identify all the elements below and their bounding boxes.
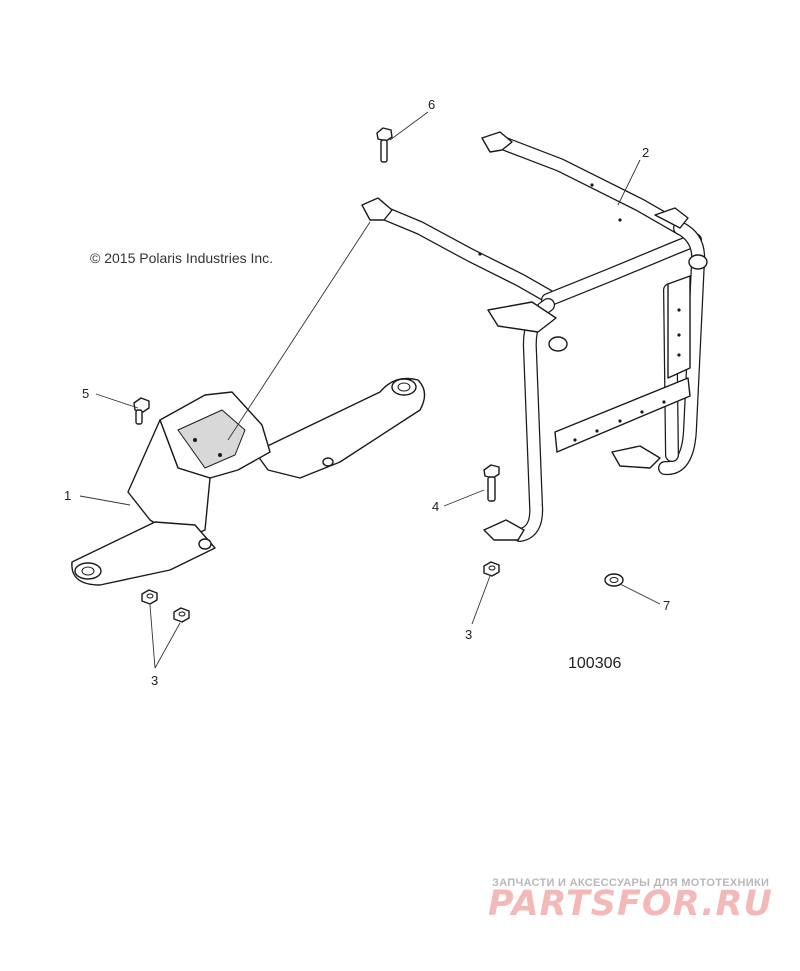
nut-part-3-right [483, 561, 500, 577]
nut-part-3-left-a [141, 589, 158, 605]
bolt-part-4 [483, 464, 500, 502]
callout-6: 6 [428, 97, 436, 112]
washer-part-7 [604, 573, 624, 587]
front-guard-tube-frame [361, 131, 708, 542]
nut-part-3-left-b [173, 607, 190, 623]
bolt-part-6 [376, 127, 393, 163]
callout-5: 5 [82, 386, 90, 401]
callout-4: 4 [432, 499, 440, 514]
diagram-number: 100306 [568, 655, 622, 672]
bumper-mount-bracket [71, 377, 426, 586]
callout-2: 2 [642, 145, 650, 160]
callout-7: 7 [663, 598, 671, 613]
callout-3-left: 3 [151, 673, 159, 688]
copyright-notice: © 2015 Polaris Industries Inc. [90, 250, 274, 266]
callout-3-right: 3 [465, 627, 473, 642]
bolt-part-5 [133, 397, 150, 425]
watermark-logo: PARTSFOR.RU [488, 884, 773, 924]
leader-lines [79, 111, 661, 669]
callout-1: 1 [64, 488, 72, 503]
watermark-subtitle: ЗАПЧАСТИ И АКСЕССУАРЫ ДЛЯ МОТОТЕХНИКИ [492, 877, 770, 889]
